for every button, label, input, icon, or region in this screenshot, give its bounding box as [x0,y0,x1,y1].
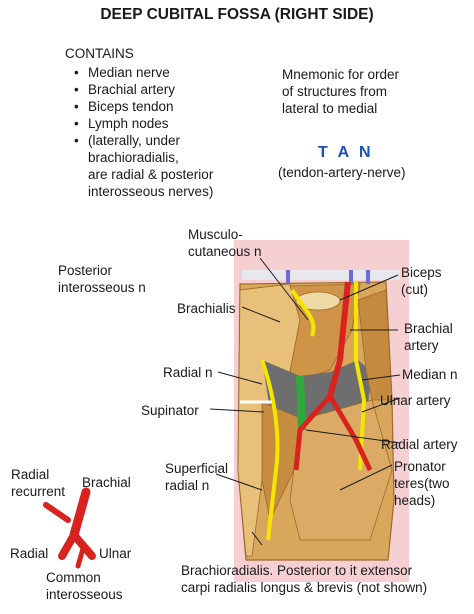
label-brachial-artery: Brachial artery [404,320,453,354]
inset-label-common-interosseous: Common interosseous [46,569,123,603]
list-item: Median nerve [74,64,213,81]
list-item-continuation: brachioradialis, [88,150,179,165]
ulnar-artery [327,394,373,472]
label-line: artery [404,338,439,353]
label-pronator-teres: Pronator teres(two heads) [394,458,450,509]
pin [286,270,290,284]
biceps-tendon [296,375,306,431]
contains-list: Median nerve Brachial artery Biceps tend… [74,64,213,200]
label-line: interosseous [46,587,123,602]
medial-muscle [357,289,393,401]
deep-space [262,360,372,420]
cut-edge [242,270,400,280]
label-line: Superficial [165,461,229,476]
median-nerve [354,282,367,471]
label-line: recurrent [11,484,66,499]
label-line: Posterior [58,263,113,278]
supinator-muscle [261,401,301,522]
label-line: Brachioradialis. Posterior to it extenso… [181,563,413,578]
label-line: Brachial [404,321,453,336]
list-item: Lymph nodes [74,115,213,132]
label-superficial-radial: Superficial radial n [165,460,228,494]
radial-artery [293,394,332,471]
inset-brachial [69,487,91,540]
list-item: Biceps tendon [74,98,213,115]
label-line: Musculo- [188,227,243,242]
label-median-nerve: Median n [402,367,458,382]
label-musculocutaneous: Musculo- cutaneous n [188,226,262,260]
inset-common-interosseous [75,542,87,569]
list-item: Brachial artery [74,81,213,98]
label-radial-nerve: Radial n [163,365,213,380]
brachial-artery [327,281,351,397]
label-line: interosseous n [58,280,146,295]
label-line: Biceps [401,265,442,280]
mnemonic-expansion: (tendon-artery-nerve) [278,165,406,180]
list-item: (laterally, under [74,132,213,149]
label-line: heads) [394,493,436,508]
inset-artery-diagram [43,487,96,569]
mnemonic-line: Mnemonic for order [282,67,400,82]
label-line: Common [46,570,101,585]
inset-label-ulnar: Ulnar [99,546,132,561]
label-line: Pronator [394,459,446,474]
mnemonic-line: lateral to medial [282,101,378,116]
label-ulnar-artery: Ulnar artery [380,393,451,408]
mnemonic-line: of structures from [282,84,388,99]
label-brachioradialis: Brachioradialis. Posterior to it extenso… [181,562,427,596]
label-line: radial n [165,478,210,493]
contains-heading: CONTAINS [65,46,134,61]
mnemonic-text: Mnemonic for order of structures from la… [282,66,399,117]
musculocutaneous-nerve [290,288,316,337]
biceps-cut [295,291,341,311]
leader-lines [209,257,401,546]
inset-radial-recurrent [43,502,71,523]
inset-label-radial-recurrent: Radial recurrent [11,466,65,500]
page-title: DEEP CUBITAL FOSSA (RIGHT SIDE) [100,6,374,23]
inset-label-radial: Radial [10,546,49,561]
mnemonic-acronym: T A N [318,144,374,161]
label-posterior-interosseous: Posterior interosseous n [58,262,146,296]
inset-label-brachial: Brachial [82,475,131,490]
label-brachialis: Brachialis [177,301,236,316]
pin [366,270,370,284]
label-supinator: Supinator [141,403,199,418]
radial-nerve [260,359,280,541]
label-radial-artery: Radial artery [381,437,458,452]
label-line: (cut) [401,282,428,297]
list-item-continuation: interosseous nerves) [88,184,214,199]
label-line: Radial [11,467,50,482]
list-item-continuation: are radial & posterior [88,167,214,182]
label-biceps: Biceps (cut) [401,264,442,298]
pin [349,270,353,284]
label-line: cutaneous n [188,244,262,259]
label-line: carpi radialis longus & brevis (not show… [181,580,428,595]
label-line: teres(two [394,476,450,491]
